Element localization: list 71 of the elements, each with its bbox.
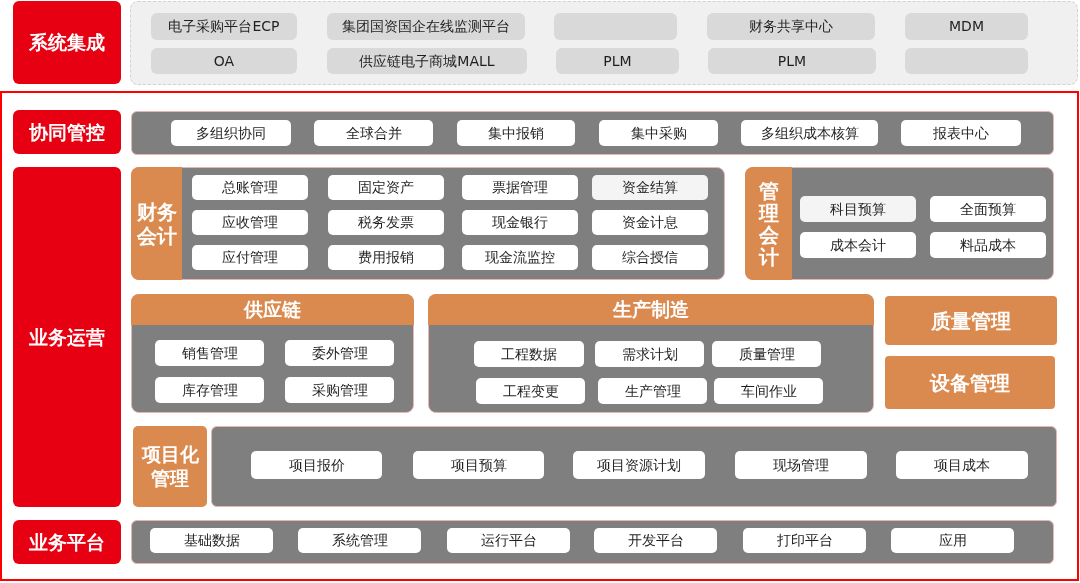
module-box: 基础数据 [150, 528, 273, 553]
category-label: 业务平台 [13, 520, 121, 564]
module-box: 报表中心 [901, 120, 1021, 146]
module-box: 设备管理 [885, 356, 1055, 409]
module-box: 票据管理 [462, 175, 578, 200]
system-box: 电子采购平台ECP [151, 13, 297, 40]
module-box: 全球合并 [314, 120, 433, 146]
module-box: 系统管理 [298, 528, 421, 553]
module-panel [131, 167, 725, 280]
module-box: 总账管理 [192, 175, 308, 200]
module-box: 开发平台 [594, 528, 717, 553]
module-box: 委外管理 [285, 340, 394, 366]
module-box: 多组织协同 [171, 120, 291, 146]
module-box: 集中报销 [457, 120, 575, 146]
module-panel [131, 294, 414, 413]
module-box: 质量管理 [712, 341, 821, 367]
category-label: 业务运营 [13, 167, 121, 507]
system-box: PLM [708, 48, 876, 74]
module-box: 成本会计 [800, 232, 916, 258]
system-box: 供应链电子商城MALL [327, 48, 527, 74]
module-box: 应付管理 [192, 245, 308, 270]
module-box: 现金流监控 [462, 245, 578, 270]
module-box: 工程变更 [476, 378, 585, 404]
module-box: 项目资源计划 [573, 451, 705, 479]
module-box: 项目预算 [413, 451, 544, 479]
module-panel [428, 294, 874, 413]
module-bar [211, 426, 1057, 507]
module-box: 打印平台 [743, 528, 866, 553]
category-label: 项目化管理 [133, 426, 207, 507]
module-box: 多组织成本核算 [741, 120, 878, 146]
panel-heading: 供应链 [131, 294, 414, 325]
category-label: 系统集成 [13, 1, 121, 84]
module-box: 全面预算 [930, 196, 1046, 222]
module-box: 项目报价 [251, 451, 382, 479]
module-box: 销售管理 [155, 340, 264, 366]
panel-heading: 生产制造 [428, 294, 874, 325]
module-box: 科目预算 [800, 196, 916, 222]
module-box: 质量管理 [885, 296, 1057, 345]
frame-border [0, 91, 1079, 581]
system-box: PLM [556, 48, 679, 74]
module-box: 资金计息 [592, 210, 708, 235]
module-box: 料品成本 [930, 232, 1046, 258]
module-box: 应收管理 [192, 210, 308, 235]
module-box: 资金结算 [592, 175, 708, 200]
panel-heading: 财务会计 [131, 167, 182, 280]
category-label: 协同管控 [13, 110, 121, 154]
module-box: 采购管理 [285, 377, 394, 403]
integration-panel [130, 1, 1078, 85]
module-bar [131, 111, 1054, 155]
module-box: 集中采购 [599, 120, 718, 146]
system-box: OA [151, 48, 297, 74]
system-box: 集团国资国企在线监测平台 [327, 13, 525, 40]
module-box: 固定资产 [328, 175, 444, 200]
module-box: 工程数据 [474, 341, 584, 367]
module-panel [745, 167, 1054, 280]
module-bar [131, 520, 1054, 564]
panel-heading: 管理会计 [745, 167, 792, 280]
module-box: 应用 [891, 528, 1014, 553]
module-box: 综合授信 [592, 245, 708, 270]
module-box: 需求计划 [595, 341, 704, 367]
module-box: 税务发票 [328, 210, 444, 235]
module-box: 车间作业 [714, 378, 823, 404]
module-box: 生产管理 [598, 378, 707, 404]
module-box: 项目成本 [896, 451, 1028, 479]
system-box: 财务共享中心 [707, 13, 875, 40]
module-box: 库存管理 [155, 377, 264, 403]
system-box: MDM [905, 13, 1028, 40]
module-box: 费用报销 [328, 245, 444, 270]
module-box: 运行平台 [447, 528, 570, 553]
module-box: 现金银行 [462, 210, 578, 235]
module-box: 现场管理 [735, 451, 867, 479]
